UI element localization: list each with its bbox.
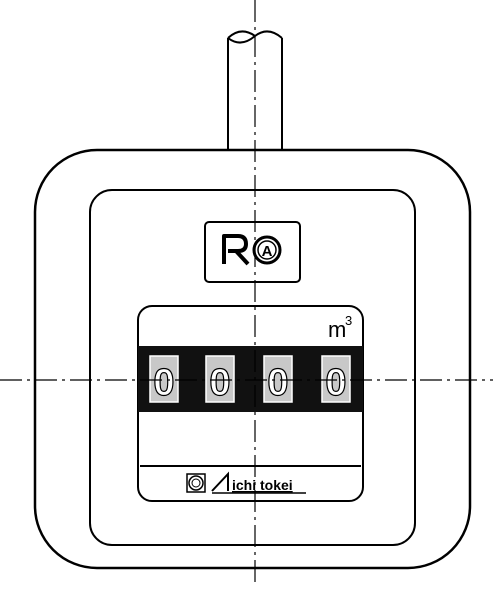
digit-2: 0 <box>209 362 230 404</box>
unit-label: m <box>328 317 346 342</box>
digit-3: 0 <box>267 362 288 404</box>
certification-mark-box <box>204 221 301 283</box>
unit-exponent: 3 <box>345 313 352 328</box>
digit-wheel-1: 0 <box>149 355 179 405</box>
digit-4: 0 <box>325 362 346 404</box>
r-mark-icon <box>222 234 250 266</box>
a-circle-emblem-icon: A <box>252 235 282 265</box>
brand-text: ichi tokei <box>232 477 293 493</box>
digit-wheel-3: 0 <box>263 355 293 405</box>
digit-wheel-4: 0 <box>321 355 351 405</box>
digit-1: 0 <box>153 362 174 404</box>
brand-triangle-icon <box>211 471 229 492</box>
emblem-letter: A <box>262 243 273 260</box>
digit-wheel-2: 0 <box>205 355 235 405</box>
brand-emblem-icon <box>186 473 206 493</box>
